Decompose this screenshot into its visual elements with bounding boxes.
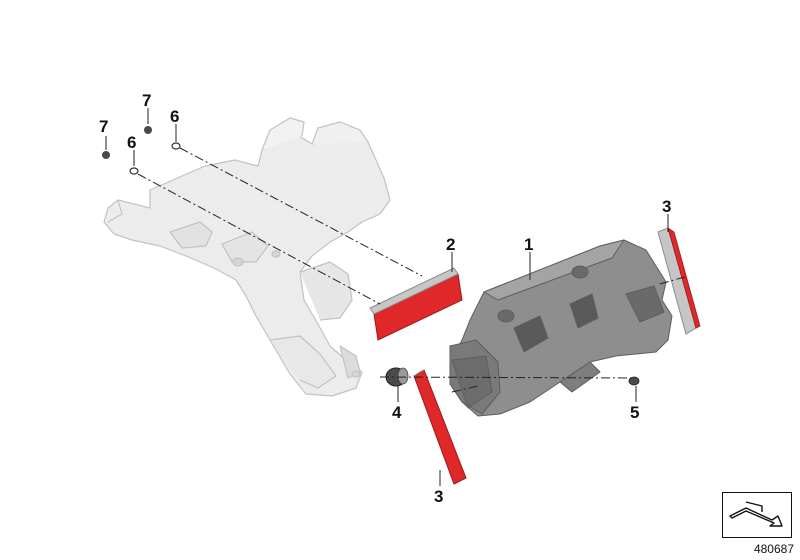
license-plate-holder xyxy=(449,239,673,417)
diagram-reference-number: 480687 xyxy=(753,542,794,556)
callout-4: 4 xyxy=(392,403,402,422)
callout-2: 2 xyxy=(446,235,455,254)
callout-labels: 7 6 7 6 2 1 3 4 5 3 xyxy=(99,91,671,506)
callout-6-upper: 6 xyxy=(170,107,179,126)
callout-5: 5 xyxy=(630,403,639,422)
callout-1: 1 xyxy=(524,235,533,254)
reflector-side-gray xyxy=(657,227,701,335)
screw-part xyxy=(628,376,640,386)
nut-washer-parts xyxy=(102,126,181,175)
grommet-part xyxy=(385,367,409,387)
assembly-lines xyxy=(137,147,689,393)
reflector-rear-red xyxy=(369,267,463,341)
reflector-side-red xyxy=(413,369,467,485)
callout-7-lower: 7 xyxy=(99,117,108,136)
rear-frame-bracket xyxy=(103,117,391,397)
callout-3-lower: 3 xyxy=(434,487,443,506)
callout-7-upper: 7 xyxy=(142,91,151,110)
direction-arrow-icon xyxy=(722,492,792,538)
callout-3-right: 3 xyxy=(662,197,671,216)
leader-lines xyxy=(105,108,669,486)
callout-6-lower: 6 xyxy=(127,133,136,152)
